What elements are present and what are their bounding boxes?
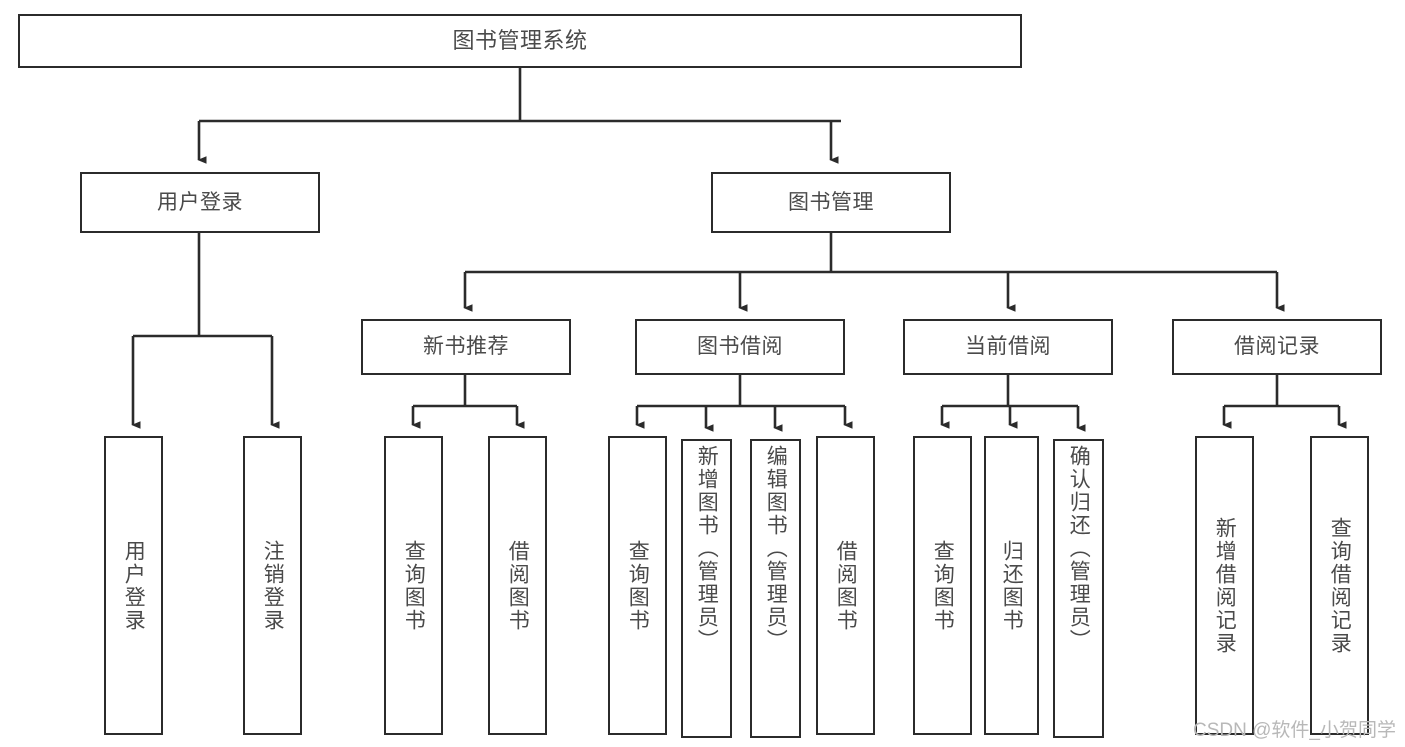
node-label: 用户登录 (157, 190, 243, 214)
node-label: 查询图书 (626, 539, 650, 632)
node-book-borrow[interactable]: 图书借阅 (635, 319, 845, 375)
node-leaf-confirm-return-admin[interactable]: 确认归还（管理员） (1053, 439, 1104, 738)
node-book-management[interactable]: 图书管理 (711, 172, 951, 233)
node-label: 新增图书（管理员） (695, 445, 719, 652)
node-label: 查询借阅记录 (1328, 516, 1352, 655)
node-label: 归还图书 (1000, 539, 1024, 632)
node-label: 借阅图书 (506, 539, 530, 632)
node-leaf-query-book-current[interactable]: 查询图书 (913, 436, 972, 735)
node-label: 图书管理系统 (452, 27, 588, 53)
csdn-watermark: CSDN @软件_小贺同学 (1193, 720, 1396, 741)
node-label: 借阅图书 (834, 539, 858, 632)
node-label: 查询图书 (931, 539, 955, 632)
node-label: 编辑图书（管理员） (764, 445, 788, 652)
node-current-borrow[interactable]: 当前借阅 (903, 319, 1113, 375)
node-label: 图书管理 (788, 190, 874, 214)
node-leaf-query-borrow-record[interactable]: 查询借阅记录 (1310, 436, 1369, 735)
node-label: 注销登录 (261, 539, 285, 632)
node-leaf-return-book[interactable]: 归还图书 (984, 436, 1039, 735)
node-leaf-add-book-admin[interactable]: 新增图书（管理员） (681, 439, 732, 738)
node-label: 新书推荐 (423, 335, 509, 359)
node-label: 查询图书 (402, 539, 426, 632)
node-leaf-logout-login[interactable]: 注销登录 (243, 436, 302, 735)
node-leaf-borrow-book-recommend[interactable]: 借阅图书 (488, 436, 547, 735)
node-label: 当前借阅 (965, 335, 1051, 359)
node-leaf-user-login[interactable]: 用户登录 (104, 436, 163, 735)
node-label: 借阅记录 (1234, 335, 1320, 359)
node-user-login[interactable]: 用户登录 (80, 172, 320, 233)
node-leaf-query-book-recommend[interactable]: 查询图书 (384, 436, 443, 735)
node-leaf-add-borrow-record[interactable]: 新增借阅记录 (1195, 436, 1254, 735)
node-label: 图书借阅 (697, 335, 783, 359)
node-label: 确认归还（管理员） (1067, 445, 1091, 652)
node-leaf-query-book-borrow[interactable]: 查询图书 (608, 436, 667, 735)
node-new-book-recommend[interactable]: 新书推荐 (361, 319, 571, 375)
node-leaf-borrow-book[interactable]: 借阅图书 (816, 436, 875, 735)
node-label: 用户登录 (122, 539, 146, 632)
node-leaf-edit-book-admin[interactable]: 编辑图书（管理员） (750, 439, 801, 738)
node-label: 新增借阅记录 (1213, 516, 1237, 655)
node-root-book-management-system[interactable]: 图书管理系统 (18, 14, 1022, 68)
node-borrow-record[interactable]: 借阅记录 (1172, 319, 1382, 375)
